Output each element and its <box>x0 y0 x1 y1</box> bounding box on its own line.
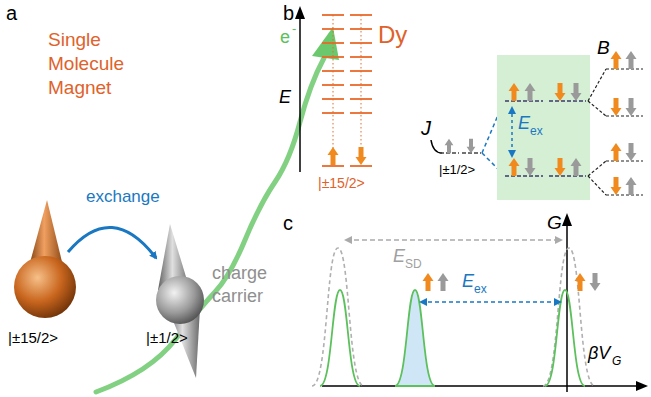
axis-subscript: G <box>612 355 621 368</box>
energy-subscript: ex <box>530 125 543 138</box>
spin-up <box>438 273 449 291</box>
spin-up <box>611 143 622 161</box>
spin-down <box>611 98 622 116</box>
spin-down <box>356 147 367 165</box>
energy-symbol: E <box>462 272 474 292</box>
dy-levels <box>322 15 372 166</box>
energy-symbol: E <box>393 247 405 267</box>
field-label: B <box>597 38 610 59</box>
spin-down <box>571 83 582 101</box>
spin-down <box>555 83 566 101</box>
spin-down <box>626 143 637 161</box>
state-label: |±15/2> <box>8 330 58 347</box>
electron-label: e <box>280 28 290 48</box>
axis-label: E <box>279 88 291 108</box>
spin-down <box>590 273 601 291</box>
spin-down <box>525 158 536 176</box>
grey-peaks <box>312 248 595 386</box>
exchange-gap-arrow <box>511 108 513 156</box>
axis-arrowhead <box>295 6 305 19</box>
spin-up <box>575 273 586 291</box>
axis-arrowhead <box>636 381 648 391</box>
carrier-label: charge carrier <box>212 262 282 307</box>
spin-up <box>611 51 622 69</box>
x-axis <box>322 385 638 387</box>
energy-symbol: E <box>518 114 530 134</box>
energy-subscript: ex <box>474 283 487 296</box>
spin-down <box>467 139 476 153</box>
shifted-peak <box>395 290 435 386</box>
axis-label: βV <box>588 344 610 364</box>
energy-axis <box>299 16 301 172</box>
coupling-label: J <box>421 117 431 139</box>
spin-up <box>525 83 536 101</box>
exchange-region <box>497 55 590 200</box>
state-label: |±1/2> <box>146 330 188 347</box>
axis-arrowhead <box>562 213 572 226</box>
spin-down <box>626 98 637 116</box>
spin-up <box>445 139 454 153</box>
exchange-arrow <box>68 227 156 258</box>
carrier-level <box>440 152 481 154</box>
panel-letter: a <box>6 2 17 24</box>
state-label: |±15/2> <box>318 176 365 191</box>
carrier-path <box>96 58 324 392</box>
panel-letter: c <box>283 212 293 234</box>
molecule-title: Single Molecule Magnet <box>48 28 143 99</box>
energy-subscript: SD <box>405 258 422 271</box>
exchange-label: exchange <box>86 188 160 207</box>
spin-up <box>509 83 520 101</box>
spin-up <box>423 273 434 291</box>
spin-up <box>571 158 582 176</box>
spin-down <box>611 177 622 195</box>
spin-up <box>328 147 339 165</box>
spin-up <box>626 177 637 195</box>
state-label: |±1/2> <box>439 163 475 177</box>
spin-down <box>555 158 566 176</box>
magnet-sphere <box>14 256 76 318</box>
level-guides <box>333 15 361 150</box>
carrier-sphere <box>156 276 204 324</box>
axis-label: G <box>547 213 562 234</box>
element-label: Dy <box>378 22 407 48</box>
spin-up <box>626 51 637 69</box>
j-leader <box>431 140 442 153</box>
green-peaks <box>320 290 585 386</box>
exchange-levels <box>505 101 586 176</box>
eex-arrow <box>421 301 560 303</box>
panel-letter: b <box>283 2 294 24</box>
spin-up <box>509 158 520 176</box>
zeeman-split <box>588 69 643 195</box>
electron-charge: - <box>292 22 296 36</box>
esd-arrow <box>346 239 561 241</box>
